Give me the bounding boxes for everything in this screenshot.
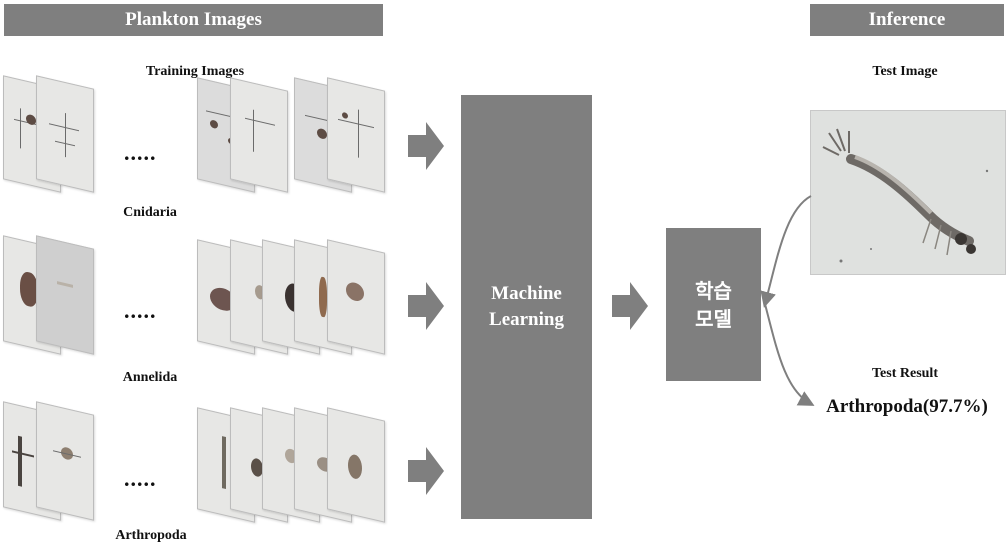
plankton-images-header-text: Plankton Images bbox=[125, 9, 262, 30]
test-image bbox=[810, 110, 1006, 275]
arrow-right-icon bbox=[408, 282, 444, 330]
image-card bbox=[327, 239, 385, 355]
arthropoda-ellipsis: ..... bbox=[124, 466, 157, 491]
test-image-label: Test Image bbox=[872, 64, 938, 79]
image-card bbox=[230, 77, 288, 193]
training-images-label: Training Images bbox=[145, 64, 245, 79]
test-result-value: Arthropoda(97.7%) bbox=[826, 396, 988, 417]
image-card bbox=[327, 407, 385, 523]
image-card bbox=[327, 77, 385, 193]
arrow-right-icon bbox=[408, 447, 444, 495]
cnidaria-label: Cnidaria bbox=[123, 205, 177, 220]
trained-model-line2: 모델 bbox=[695, 306, 732, 331]
arrow-right-icon bbox=[612, 282, 648, 330]
cnidaria-ellipsis: ..... bbox=[124, 140, 157, 165]
machine-learning-line2: Learning bbox=[489, 309, 564, 330]
arthropoda-label: Arthropoda bbox=[115, 528, 187, 543]
image-card bbox=[36, 75, 94, 193]
image-card bbox=[36, 235, 94, 355]
inference-connector bbox=[760, 195, 815, 406]
image-card bbox=[36, 401, 94, 521]
machine-learning-box: Machine Learning bbox=[461, 95, 592, 519]
machine-learning-line1: Machine bbox=[491, 283, 562, 304]
shrimp-specimen-icon bbox=[822, 128, 989, 263]
trained-model-box: 학습 모델 bbox=[666, 228, 761, 381]
trained-model-line1: 학습 bbox=[695, 278, 732, 303]
annelida-label: Annelida bbox=[122, 370, 178, 385]
annelida-ellipsis: ..... bbox=[124, 298, 157, 323]
plankton-images-header: Plankton Images bbox=[4, 4, 383, 36]
arrow-right-icon bbox=[408, 122, 444, 170]
inference-header: Inference bbox=[810, 4, 1004, 36]
test-result-label: Test Result bbox=[872, 366, 938, 381]
inference-header-text: Inference bbox=[868, 9, 946, 30]
